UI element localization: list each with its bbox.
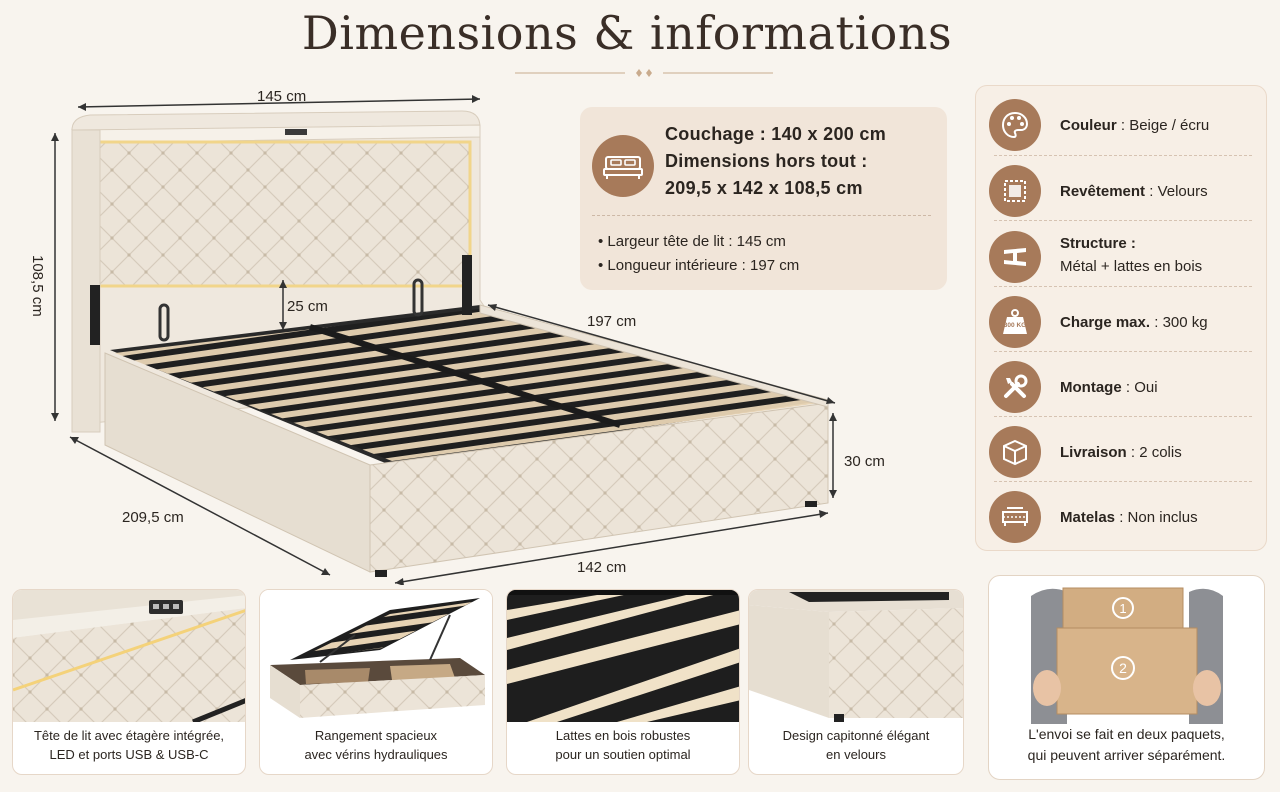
- dim-length: 197 cm: [587, 313, 637, 330]
- spec-color: Couleur : Beige / écru: [976, 92, 1268, 156]
- spec-mattress: Matelas : Non inclus: [976, 484, 1268, 548]
- spec-fabric-value: Velours: [1157, 183, 1208, 200]
- beam-icon: [989, 231, 1041, 283]
- thumb-headboard-caption-line1: Tête de lit avec étagère intégrée,: [33, 728, 225, 743]
- spec-delivery-label: Livraison: [1060, 444, 1127, 461]
- thumb-slats-caption: Lattes en bois robustes pour un soutien …: [507, 726, 739, 764]
- thumb-slats-caption-line2: pour un soutien optimal: [555, 747, 691, 762]
- spec-delivery-value: 2 colis: [1139, 444, 1182, 461]
- thumb-headboard-caption: Tête de lit avec étagère intégrée, LED e…: [13, 726, 245, 764]
- spec-assembly: Montage : Oui: [976, 354, 1268, 418]
- spec-divider: [994, 220, 1252, 221]
- spec-color-text: Couleur : Beige / écru: [1060, 117, 1210, 134]
- spec-assembly-value: Oui: [1134, 379, 1158, 396]
- spec-divider: [994, 286, 1252, 287]
- storage-image: [260, 590, 492, 722]
- info-sleeping-size: Couchage : 140 x 200 cm: [665, 124, 887, 144]
- info-overall-size: 209,5 x 142 x 108,5 cm: [665, 178, 863, 198]
- spec-delivery-text: Livraison : 2 colis: [1060, 444, 1182, 461]
- spec-fabric: Revêtement : Velours: [976, 158, 1268, 222]
- delivery-caption-line2: qui peuvent arriver séparément.: [1027, 747, 1226, 763]
- thumb-tufted: Design capitonné élégant en velours: [748, 589, 964, 775]
- spec-divider: [994, 416, 1252, 417]
- bullet-headboard-width: Largeur tête de lit : 145 cm: [598, 230, 799, 254]
- info-bullets: Largeur tête de lit : 145 cm Longueur in…: [598, 230, 799, 278]
- spec-structure: Structure : Métal + lattes en bois: [976, 224, 1268, 288]
- spec-structure-text: Structure : Métal + lattes en bois: [1060, 232, 1202, 278]
- delivery-caption-line1: L'envoi se fait en deux paquets,: [1028, 726, 1225, 742]
- thumb-tufted-caption-line1: Design capitonné élégant: [782, 728, 930, 743]
- headboard-closeup-image: [13, 590, 245, 722]
- spec-assembly-label: Montage: [1060, 379, 1122, 396]
- bed-icon: [592, 135, 654, 197]
- thumb-tufted-caption: Design capitonné élégant en velours: [749, 726, 963, 764]
- specs-panel: Couleur : Beige / écru Revêtement : Velo…: [975, 85, 1267, 551]
- thumb-storage: Rangement spacieux avec vérins hydrauliq…: [259, 589, 493, 775]
- thumb-storage-caption-line2: avec vérins hydrauliques: [304, 747, 448, 762]
- spec-divider: [994, 155, 1252, 156]
- spec-structure-label: Structure :: [1060, 235, 1136, 252]
- spec-mattress-text: Matelas : Non inclus: [1060, 509, 1198, 526]
- spec-mattress-value: Non inclus: [1127, 509, 1198, 526]
- thumb-storage-caption-line1: Rangement spacieux: [314, 728, 438, 743]
- box-2-label: 2: [1119, 660, 1127, 676]
- spec-load-value: 300 kg: [1162, 314, 1208, 331]
- info-overall-label: Dimensions hors tout :: [665, 151, 868, 171]
- slats-image: [507, 590, 739, 722]
- spec-load: 300 KG Charge max. : 300 kg: [976, 289, 1268, 353]
- dim-legs: 30 cm: [844, 453, 885, 470]
- thumb-headboard: Tête de lit avec étagère intégrée, LED e…: [12, 589, 246, 775]
- spec-color-value: Beige / écru: [1129, 117, 1210, 134]
- spec-load-text: Charge max. : 300 kg: [1060, 314, 1208, 331]
- spec-fabric-text: Revêtement : Velours: [1060, 183, 1208, 200]
- delivery-card: 1 2 L'envoi se fait en deux paquets, qui…: [988, 575, 1265, 780]
- dim-lift: 25 cm: [287, 298, 328, 315]
- mattress-icon: [989, 491, 1041, 543]
- dim-height: 108,5 cm: [29, 255, 46, 317]
- thumb-slats-caption-line1: Lattes en bois robustes: [555, 728, 691, 743]
- thumb-tufted-caption-line2: en velours: [826, 747, 886, 762]
- dim-width-bottom: 142 cm: [577, 559, 627, 576]
- thumb-headboard-caption-line2: LED et ports USB & USB-C: [49, 747, 209, 762]
- palette-icon: [989, 99, 1041, 151]
- info-main: Couchage : 140 x 200 cm Dimensions hors …: [665, 121, 886, 202]
- info-card: Couchage : 140 x 200 cm Dimensions hors …: [580, 107, 947, 290]
- spec-delivery: Livraison : 2 colis: [976, 419, 1268, 483]
- title-ornament: [515, 69, 773, 77]
- spec-structure-value: Métal + lattes en bois: [1060, 258, 1203, 275]
- spec-assembly-text: Montage : Oui: [1060, 379, 1158, 396]
- delivery-caption: L'envoi se fait en deux paquets, qui peu…: [989, 724, 1264, 766]
- thumb-slats: Lattes en bois robustes pour un soutien …: [506, 589, 740, 775]
- delivery-boxes-image: 1 2: [1029, 587, 1224, 724]
- spec-divider: [994, 351, 1252, 352]
- spec-mattress-label: Matelas: [1060, 509, 1116, 526]
- spec-color-label: Couleur: [1060, 117, 1117, 134]
- weight-badge: 300 KG: [1004, 322, 1026, 329]
- info-divider: [592, 215, 931, 216]
- weight-icon: 300 KG: [989, 296, 1041, 348]
- bullet-inner-length: Longueur intérieure : 197 cm: [598, 254, 799, 278]
- tools-icon: [989, 361, 1041, 413]
- dim-depth: 209,5 cm: [122, 509, 184, 526]
- dim-width-top: 145 cm: [257, 88, 307, 105]
- fabric-icon: [989, 165, 1041, 217]
- box-1-label: 1: [1119, 601, 1126, 616]
- page-title: Dimensions & informations: [301, 6, 953, 60]
- spec-fabric-label: Revêtement: [1060, 183, 1146, 200]
- spec-divider: [994, 481, 1252, 482]
- bed-illustration: [10, 85, 910, 586]
- spec-load-label: Charge max.: [1060, 314, 1151, 331]
- box-icon: [989, 426, 1041, 478]
- thumb-storage-caption: Rangement spacieux avec vérins hydrauliq…: [260, 726, 492, 764]
- bed-drawing: [51, 95, 837, 586]
- tufted-image: [749, 590, 963, 722]
